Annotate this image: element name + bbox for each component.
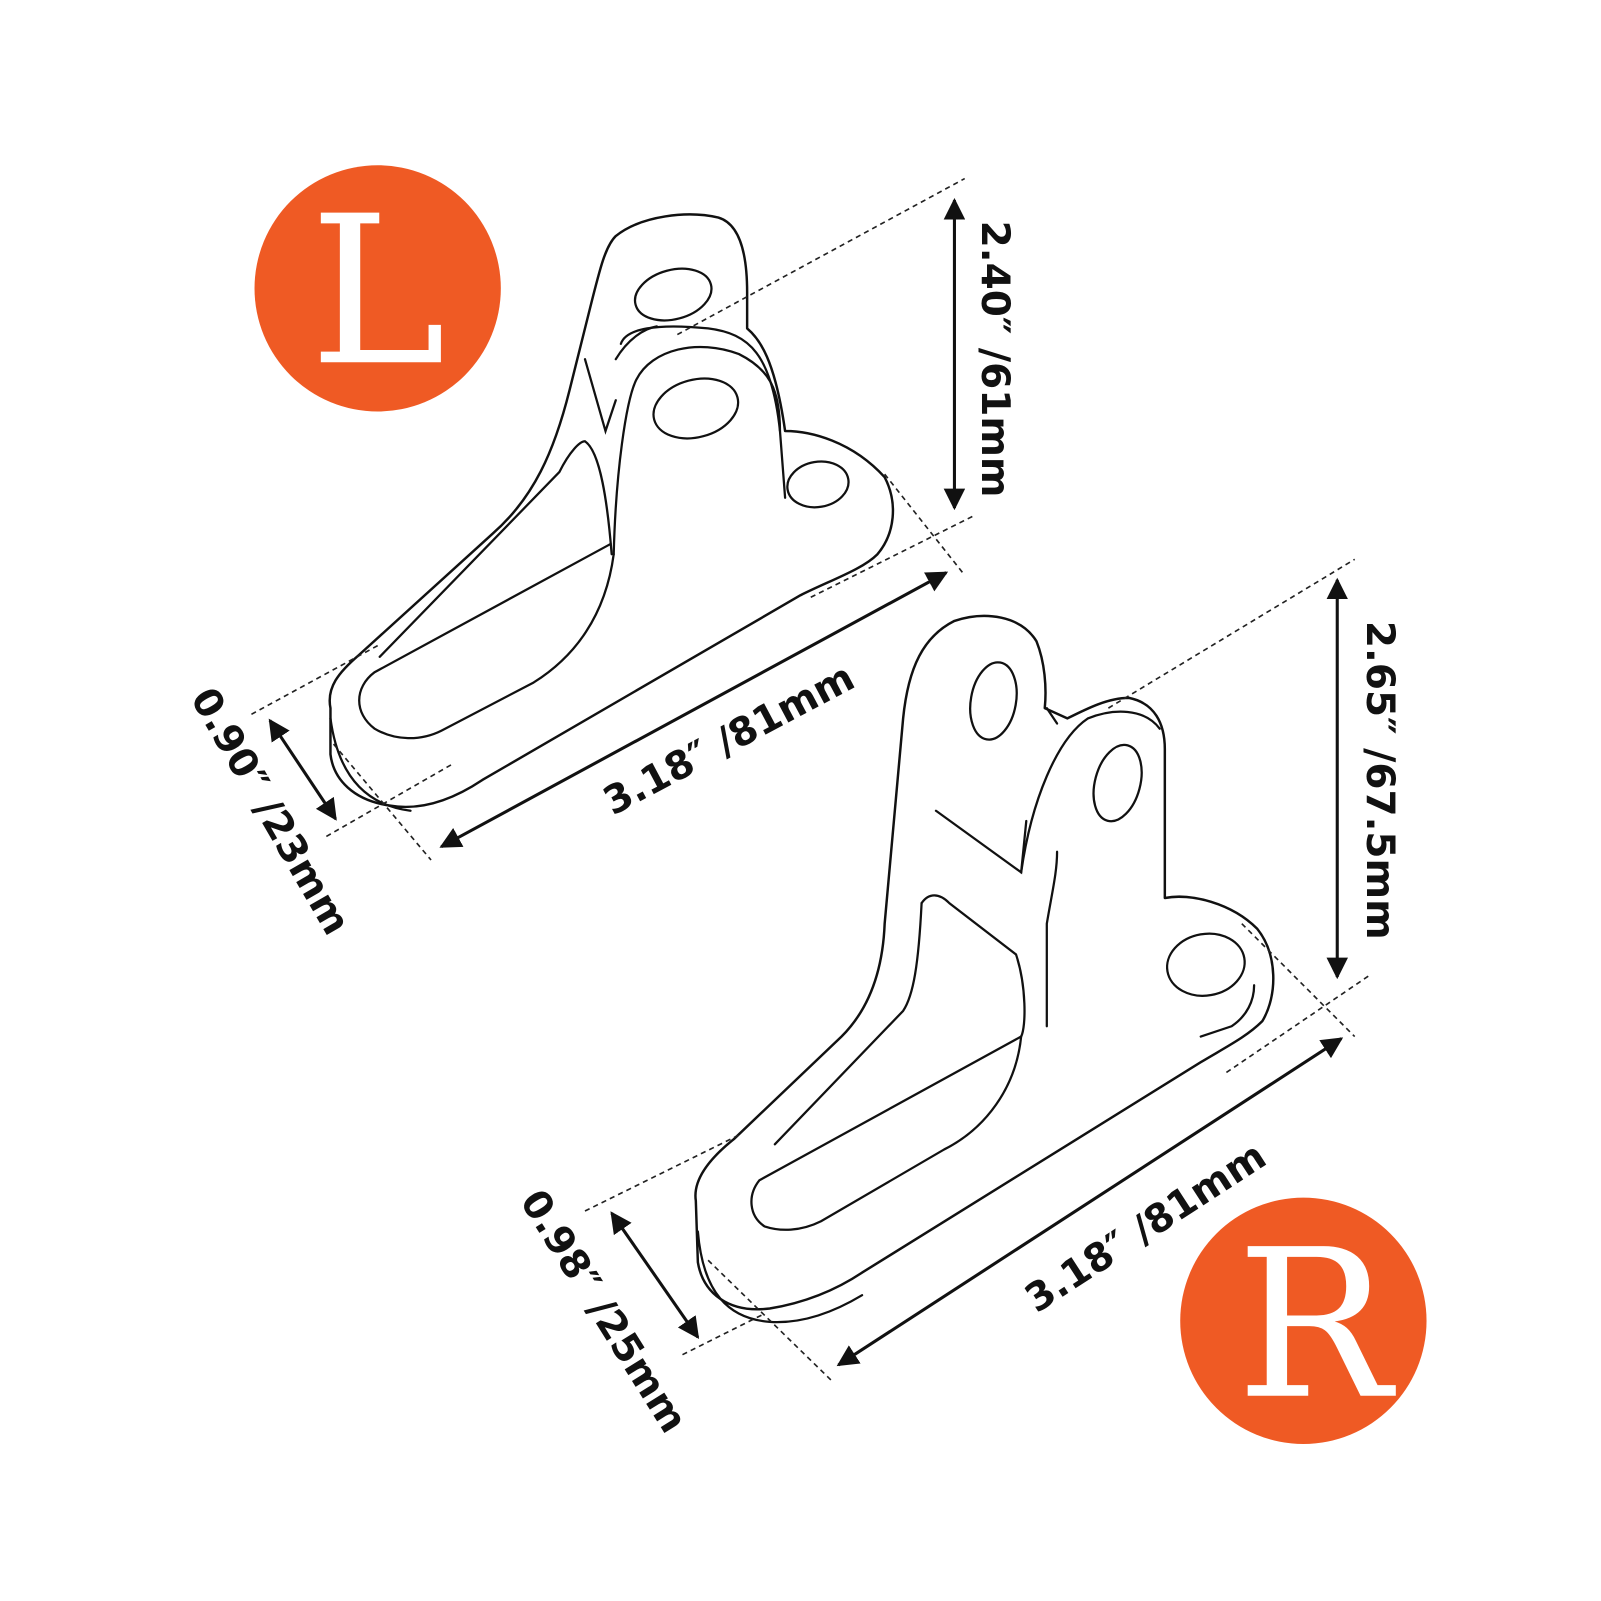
left-height-dimension: 2.40″ /61mm bbox=[676, 177, 1017, 599]
right-badge-circle bbox=[1180, 1197, 1427, 1444]
right-badge: R bbox=[1180, 1197, 1427, 1445]
left-badge: L bbox=[254, 165, 501, 412]
right-badge-letter: R bbox=[1236, 1206, 1396, 1445]
left-height-label: 2.40″ /61mm bbox=[972, 221, 1017, 498]
right-height-label: 2.65″ /67.5mm bbox=[1357, 621, 1402, 940]
right-width-label: 0.98″ /25mm bbox=[511, 1182, 696, 1441]
left-badge-circle bbox=[254, 165, 501, 412]
left-badge-letter: L bbox=[310, 172, 446, 411]
